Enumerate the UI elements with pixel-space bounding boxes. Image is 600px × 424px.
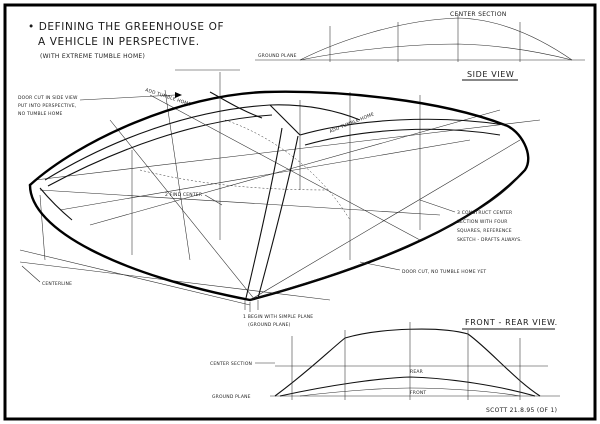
front-rear-center-section-label: CENTER SECTION (210, 361, 252, 367)
rear-curve (279, 376, 536, 397)
construction-line (149, 94, 421, 241)
subtitle: (WITH EXTREME TUMBLE HOME) (40, 53, 145, 60)
title-line-1: • DEFINING THE GREENHOUSE OF (28, 21, 224, 33)
construction-line (89, 109, 501, 226)
hidden-line (139, 169, 331, 191)
roof-outline (28, 90, 507, 187)
side-roof-curve (299, 17, 573, 61)
side-view-sketch: CENTER SECTION GROUND PLANE SIDE VIEW (255, 11, 585, 81)
greenhouse-perspective (28, 90, 530, 310)
front-rear-ground-label: GROUND PLANE (212, 394, 251, 400)
hidden-line (224, 119, 351, 221)
b-pillar-front (245, 127, 283, 299)
construct-note-line-1: 3 CONSTRUCT CENTER (457, 210, 512, 216)
rear-roof-edge-inner (304, 128, 501, 146)
centerline-label: CENTERLINE (42, 281, 72, 287)
rear-label: REAR (410, 369, 423, 375)
construction-line (164, 89, 191, 261)
construction-line (59, 139, 471, 211)
begin-note-line-2: (GROUND PLANE) (248, 322, 291, 328)
page-border (3, 3, 597, 421)
perspective-annotations: DOOR CUT IN SIDE VIEW PUT INTO PERSPECTI… (18, 87, 522, 328)
side-ground-plane-label: GROUND PLANE (258, 53, 297, 59)
base-outline (28, 123, 530, 302)
side-view-heading: SIDE VIEW (467, 70, 514, 79)
side-inner-curve (299, 43, 573, 61)
door-cut-note-line-1: DOOR CUT IN SIDE VIEW (18, 95, 78, 101)
door-sill (249, 174, 521, 301)
construct-note-line-2: SECTION WITH FOUR (457, 219, 508, 225)
door-cut-no-tumble-label: DOOR CUT, NO TUMBLE HOME YET (402, 269, 486, 275)
left-vertical (39, 194, 46, 261)
center-section-curve (274, 328, 541, 397)
title-block: • DEFINING THE GREENHOUSE OF A VEHICLE I… (28, 21, 224, 60)
front-rear-heading: FRONT - REAR VIEW. (465, 318, 558, 327)
find-center-label: 2 FIND CENTER (165, 192, 202, 198)
windshield-header-inner (47, 114, 273, 187)
side-center-section-label: CENTER SECTION (450, 11, 507, 18)
leader-line (21, 265, 41, 283)
construct-note-line-4: SKETCH - DRAFTS ALWAYS. (457, 237, 522, 243)
construction-line (249, 139, 521, 301)
front-rear-view-sketch: FRONT - REAR VIEW. CENTER SECTION REAR F… (210, 318, 560, 400)
signature: SCOTT 21.8.95 (OF 1) (486, 407, 557, 414)
door-cut-note-line-3: NO TUMBLE HOME (18, 111, 63, 117)
leader-line (359, 261, 401, 271)
door-cut-note-line-2: PUT INTO PERSPECTIVE, (18, 103, 76, 109)
leader-line (204, 194, 223, 206)
rear-roof-edge (299, 118, 506, 136)
construct-note-line-3: SQUARES, REFERENCE (457, 228, 512, 234)
roof-front-edge (209, 91, 263, 119)
leader-line (79, 94, 176, 101)
b-pillar-rear (257, 135, 299, 299)
front-label: FRONT (410, 390, 426, 396)
construction-line (19, 249, 251, 306)
construction-line (39, 189, 441, 216)
roof-crossbar (269, 104, 301, 136)
begin-note-line-1: 1 BEGIN WITH SIMPLE PLANE (243, 314, 313, 320)
leader-line (419, 199, 456, 213)
tumble-label-right: ADD TUMBLE HOME (329, 111, 376, 135)
title-line-2: A VEHICLE IN PERSPECTIVE. (38, 36, 200, 48)
arrow-head (175, 92, 182, 98)
a-pillar (39, 187, 73, 221)
